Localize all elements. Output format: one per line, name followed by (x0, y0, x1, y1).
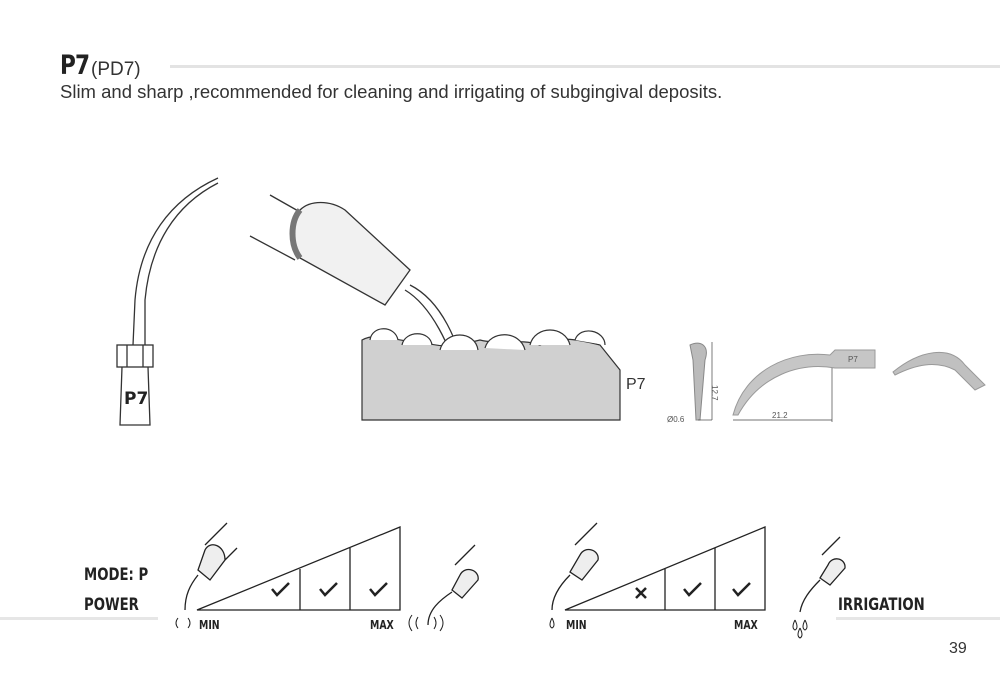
irrigation-chart (549, 522, 846, 639)
irrigation-min-label: MIN (566, 618, 587, 632)
header-rule (170, 65, 1000, 68)
power-chart (175, 522, 479, 632)
tip-engraving: P7 (124, 389, 148, 409)
check-icon (683, 582, 751, 597)
irrigation-max-label: MAX (734, 618, 758, 632)
length-dimension: 12.7 (710, 385, 719, 401)
tip-alt-code: (PD7) (91, 59, 141, 80)
model-label: P7 (626, 376, 646, 393)
power-max-label: MAX (370, 618, 394, 632)
handpiece-drawing (249, 194, 469, 393)
tip-code: P7 (60, 50, 90, 81)
power-min-label: MIN (199, 618, 220, 632)
tip-description: Slim and sharp ,recommended for cleaning… (60, 81, 723, 102)
cross-icon (635, 587, 647, 599)
power-label: POWER (84, 595, 139, 615)
shank-marking: P7 (848, 355, 858, 364)
reach-dimension: 21.2 (772, 411, 788, 420)
page-number: 39 (949, 640, 967, 657)
mode-label: MODE: P (84, 565, 149, 585)
scaler-tip-drawing (116, 177, 219, 426)
tip-photos (689, 342, 986, 422)
footer-rule-right (836, 617, 1000, 620)
irrigation-label: IRRIGATION (838, 595, 925, 615)
diameter-dimension: Ø0.6 (667, 415, 685, 424)
teeth-drawing (361, 328, 621, 421)
check-icon (271, 582, 388, 597)
footer-rule-left (0, 617, 158, 620)
